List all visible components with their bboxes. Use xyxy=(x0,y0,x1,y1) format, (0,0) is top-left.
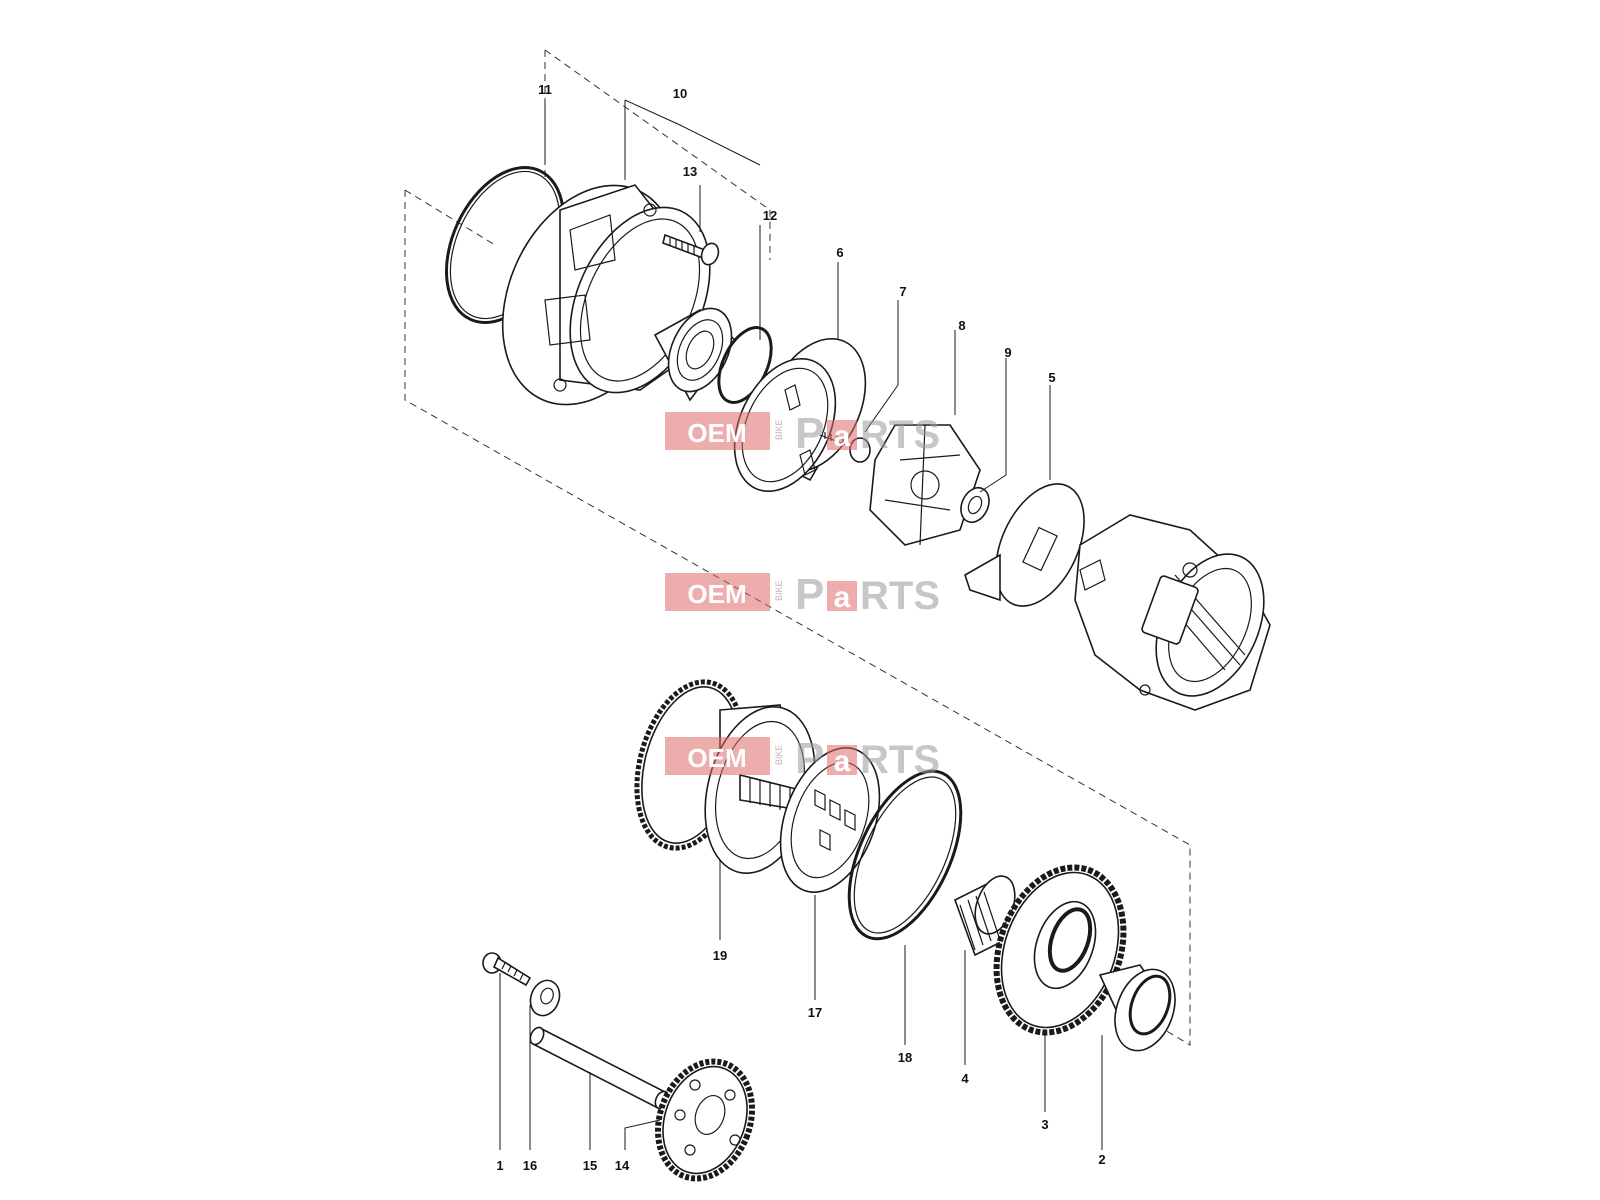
callout-6[interactable]: 6 xyxy=(836,245,843,260)
callout-13[interactable]: 13 xyxy=(683,164,697,179)
svg-text:a: a xyxy=(834,581,851,614)
part-9-washer[interactable] xyxy=(956,483,995,527)
leader-lines xyxy=(499,99,1103,1150)
callout-10[interactable]: 10 xyxy=(673,86,687,101)
callout-12[interactable]: 12 xyxy=(763,208,777,223)
watermark-3: OEM BIKE P a RTS xyxy=(665,734,940,783)
part-18-ring[interactable] xyxy=(826,754,984,955)
part-6-drum[interactable] xyxy=(715,323,886,508)
part-15-shaft[interactable] xyxy=(528,1025,671,1110)
callout-8[interactable]: 8 xyxy=(958,318,965,333)
svg-text:OEM: OEM xyxy=(687,743,746,773)
callout-labels: 11 10 13 12 6 7 8 9 5 19 17 18 4 3 2 1 1… xyxy=(496,82,1105,1173)
svg-text:BIKE: BIKE xyxy=(774,580,784,601)
svg-text:P: P xyxy=(795,734,824,783)
part-1-bolt[interactable] xyxy=(482,952,532,987)
svg-text:P: P xyxy=(795,409,824,458)
callout-14[interactable]: 14 xyxy=(615,1158,630,1173)
part-16-washer[interactable] xyxy=(526,976,565,1019)
svg-text:RTS: RTS xyxy=(860,738,940,782)
part-8-damper[interactable] xyxy=(869,424,981,546)
callout-11[interactable]: 11 xyxy=(538,82,552,97)
callout-17[interactable]: 17 xyxy=(808,1005,822,1020)
svg-text:a: a xyxy=(834,745,851,778)
part-13-bolt[interactable] xyxy=(662,233,721,267)
starter-motor-body[interactable] xyxy=(1074,514,1285,713)
callout-19[interactable]: 19 xyxy=(713,948,727,963)
part-12-circlip[interactable] xyxy=(708,319,782,410)
callout-18[interactable]: 18 xyxy=(898,1050,912,1065)
watermark-2: OEM BIKE P a RTS xyxy=(665,570,940,619)
svg-text:RTS: RTS xyxy=(860,574,940,618)
callout-15[interactable]: 15 xyxy=(583,1158,597,1173)
watermark-1: OEM BIKE P a RTS xyxy=(665,409,940,458)
callout-3[interactable]: 3 xyxy=(1041,1117,1048,1132)
svg-text:BIKE: BIKE xyxy=(774,744,784,765)
callout-2[interactable]: 2 xyxy=(1098,1152,1105,1167)
svg-text:P: P xyxy=(795,570,824,619)
part-10-cover-housing[interactable] xyxy=(469,157,738,433)
callout-9[interactable]: 9 xyxy=(1004,345,1011,360)
callout-1[interactable]: 1 xyxy=(496,1158,503,1173)
callout-16[interactable]: 16 xyxy=(523,1158,537,1173)
part-5-disc[interactable] xyxy=(964,470,1102,620)
callout-5[interactable]: 5 xyxy=(1048,370,1055,385)
part-14-gear[interactable] xyxy=(642,1048,768,1192)
part-2-bushing[interactable] xyxy=(1098,961,1186,1059)
callout-4[interactable]: 4 xyxy=(961,1071,969,1086)
callout-7[interactable]: 7 xyxy=(899,284,906,299)
svg-text:OEM: OEM xyxy=(687,418,746,448)
svg-text:BIKE: BIKE xyxy=(774,419,784,440)
svg-text:OEM: OEM xyxy=(687,579,746,609)
svg-text:a: a xyxy=(834,420,851,453)
svg-text:RTS: RTS xyxy=(860,413,940,457)
